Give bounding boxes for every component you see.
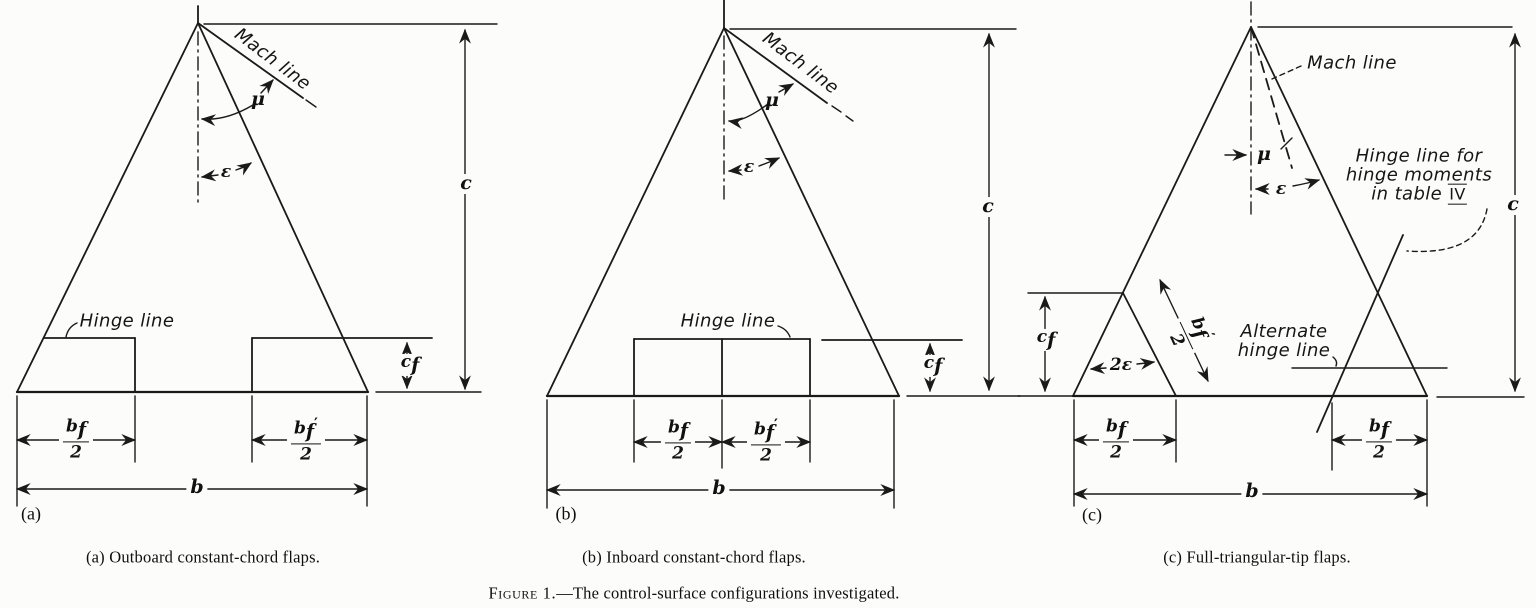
span-b-label-a: b: [186, 477, 208, 498]
span-b-label-b: b: [708, 478, 730, 499]
panel-tag-a: (a): [21, 503, 41, 524]
panel-b-wing-outline: [545, 0, 1017, 398]
caption-c: (c) Full-triangular-tip flaps.: [1163, 547, 1351, 567]
panel-tag-c: (c): [1082, 504, 1102, 525]
epsilon-label-a: ε: [220, 162, 232, 183]
mu-label-c: μ: [1257, 143, 1271, 166]
bf-half-label-b: bf 2: [660, 419, 696, 463]
chord-c-label-c: c: [1503, 194, 1523, 215]
caption-b: (b) Inboard constant-chord flaps.: [582, 547, 806, 567]
panel-c-wing-outline: [1017, 1, 1525, 398]
bf-half-label-c-right: bf 2: [1361, 418, 1397, 462]
bf-half-label-a: bf 2: [58, 418, 94, 462]
panel-c-mach-and-angles: [1224, 26, 1321, 195]
figure-caption: Figure 1.—The control-surface configurat…: [488, 583, 900, 603]
caption-a: (a) Outboard constant-chord flaps.: [85, 547, 321, 567]
panel-tag-b: (b): [555, 503, 577, 524]
cf-label-b: cf: [919, 354, 947, 378]
chord-c-label-b: c: [978, 196, 998, 217]
panel-a-flaps: [43, 322, 433, 393]
epsilon-label-c: ε: [1275, 179, 1287, 200]
mach-line-label-c: Mach line: [1307, 52, 1397, 74]
hinge-line-label-a: Hinge line: [79, 310, 175, 332]
two-epsilon-label-c: 2ε: [1109, 355, 1133, 376]
span-b-label-c: b: [1241, 481, 1263, 502]
mu-label-a: μ: [251, 88, 265, 111]
mu-label-b: μ: [765, 89, 779, 112]
epsilon-label-b: ε: [743, 157, 755, 178]
bf-prime-half-label-b: bf′ 2: [746, 417, 786, 465]
hinge-moments-label-c: Hinge line for hinge moments in table IV: [1345, 145, 1493, 205]
panel-b-flaps: [633, 325, 963, 397]
alternate-hinge-line-label-c: Alternate hinge line: [1237, 321, 1331, 361]
panel-a-wing-outline: [15, 5, 498, 394]
bf-half-label-c-left: bf 2: [1098, 418, 1134, 462]
bf-prime-half-label-a: bf′ 2: [286, 416, 326, 464]
panel-c-hinge-lines: [1089, 208, 1488, 433]
panel-a-mach-and-angles: [197, 22, 317, 182]
cf-label-a: cf: [396, 353, 424, 377]
panel-b-mach-and-angles: [723, 27, 854, 176]
chord-c-label-a: c: [456, 173, 476, 194]
hinge-line-label-b: Hinge line: [680, 310, 776, 332]
cf-label-c: cf: [1032, 328, 1060, 352]
